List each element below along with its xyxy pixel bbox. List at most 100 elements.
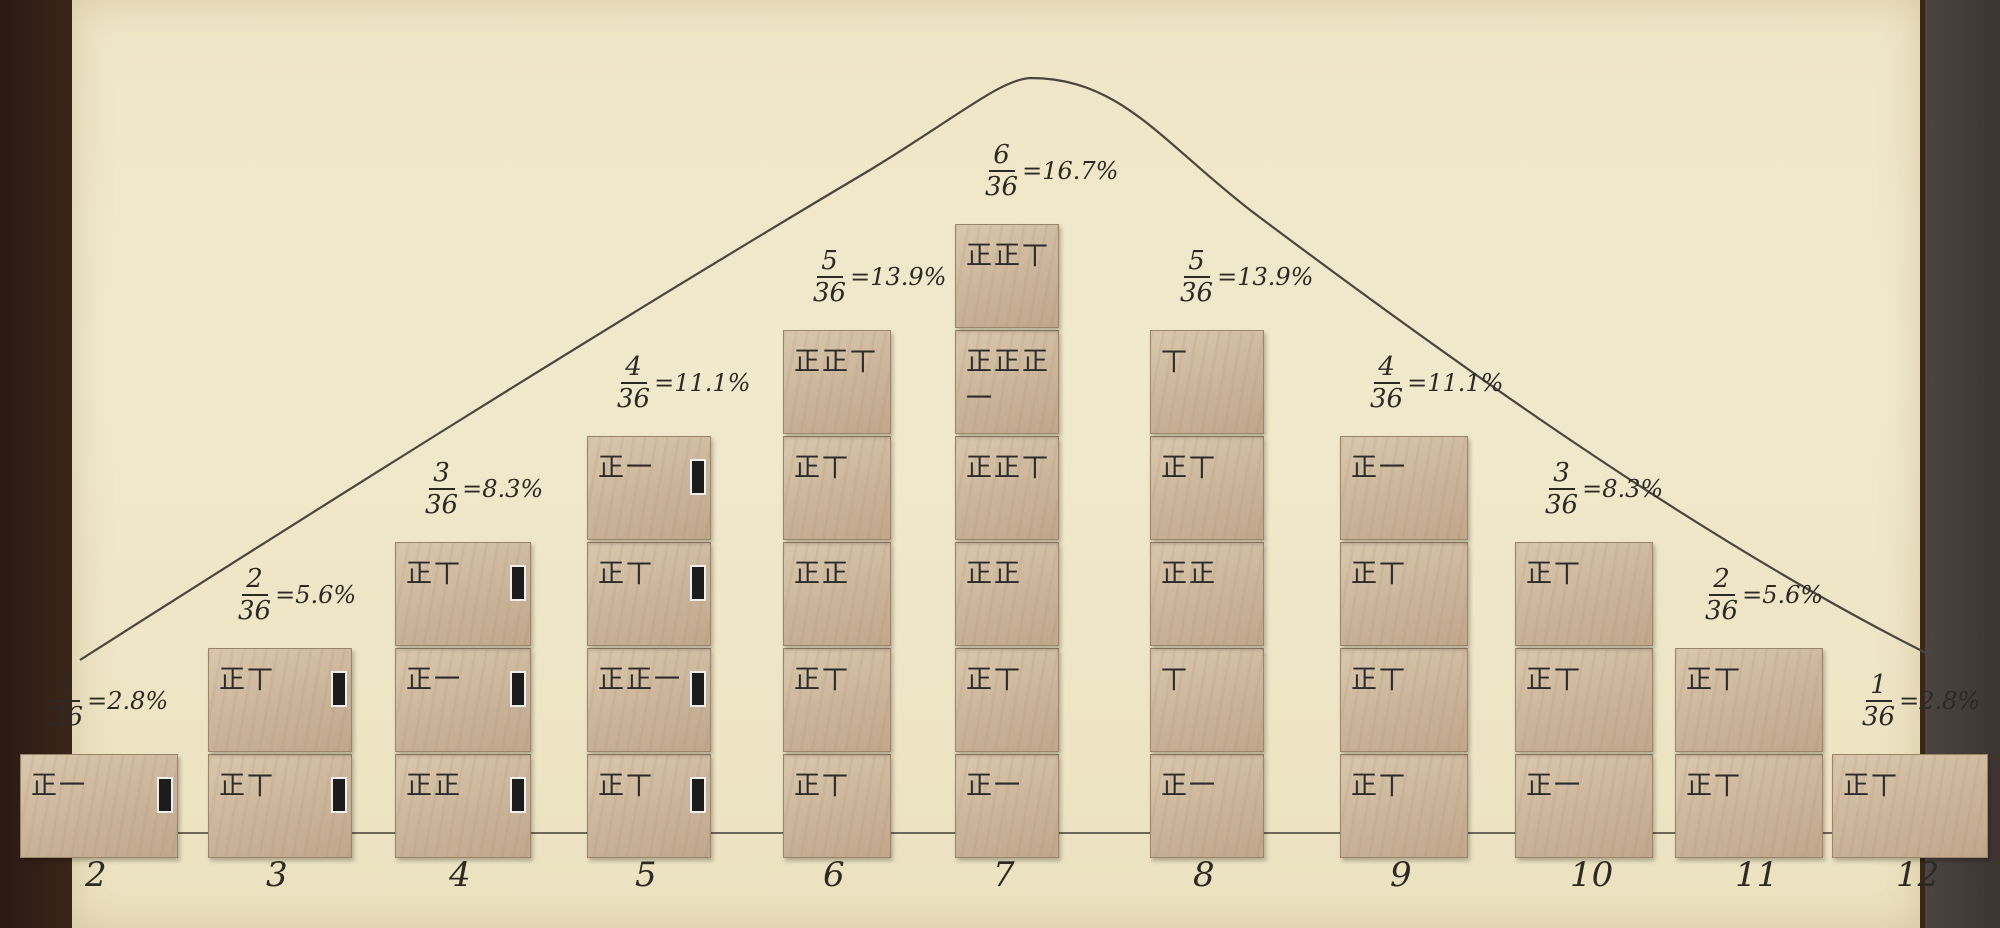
tally-marks: 正正 — [406, 771, 463, 801]
fraction-denominator: 36 — [813, 278, 847, 308]
sum-label: 7 — [993, 855, 1015, 895]
tally-marks: 正丅 — [1351, 665, 1408, 695]
wooden-block: 正丅 — [1515, 648, 1653, 752]
wooden-block: 正丅 — [208, 754, 352, 858]
die-icon — [690, 565, 706, 601]
fraction-numerator: 1 — [1870, 670, 1887, 700]
wooden-block: 正丅 — [1340, 542, 1468, 646]
wooden-block: 正丅 — [1675, 754, 1823, 858]
tally-marks: 正正丅 — [966, 453, 1051, 483]
fraction-numerator: 2 — [246, 564, 263, 594]
tally-marks: 正丅 — [966, 665, 1023, 695]
tally-marks: 正丅 — [1161, 453, 1218, 483]
tally-marks: 正丅 — [1351, 771, 1408, 801]
wooden-block: 正丅 — [1340, 754, 1468, 858]
sum-label: 2 — [85, 855, 107, 895]
wooden-block: 正丅 — [1675, 648, 1823, 752]
fraction-bar — [1548, 488, 1575, 490]
fraction-numerator: 6 — [993, 140, 1010, 170]
percent-value: =16.7% — [1022, 157, 1119, 185]
die-icon — [510, 565, 526, 601]
wooden-block: 正正 — [783, 542, 891, 646]
fraction-denominator: 36 — [1862, 702, 1896, 732]
tally-marks: 正一 — [1526, 771, 1583, 801]
tally-marks: 正正丅 — [794, 347, 879, 377]
wooden-block: 正丅 — [1340, 648, 1468, 752]
fraction-bar — [816, 276, 843, 278]
wooden-block: 正正丅 — [955, 224, 1059, 328]
die-icon — [331, 777, 347, 813]
wooden-block: 正正 — [955, 542, 1059, 646]
fraction-denominator: 36 — [617, 384, 651, 414]
fraction-numerator: 4 — [1378, 352, 1395, 382]
wooden-block: 正丅 — [783, 648, 891, 752]
die-icon — [510, 671, 526, 707]
sum-label: 11 — [1735, 855, 1779, 895]
wooden-block: 正丅 — [1150, 436, 1264, 540]
fraction-bar — [1183, 276, 1210, 278]
fraction-denominator: 36 — [425, 490, 459, 520]
tally-marks: 正丅 — [794, 665, 851, 695]
wooden-block: 正一 — [1150, 754, 1264, 858]
tally-marks: 正正丅 — [966, 241, 1051, 271]
tally-marks: 正一 — [406, 665, 463, 695]
fraction-bar — [428, 488, 455, 490]
percent-value: =11.1% — [654, 369, 751, 397]
die-icon — [157, 777, 173, 813]
tally-marks: 正丅 — [219, 771, 276, 801]
die-icon — [690, 459, 706, 495]
wooden-block: 正丅 — [395, 542, 531, 646]
sum-label: 4 — [449, 855, 471, 895]
tally-marks: 正一 — [31, 771, 88, 801]
wooden-block: 正正 — [395, 754, 531, 858]
die-icon — [510, 777, 526, 813]
wooden-block: 正丅 — [955, 648, 1059, 752]
tally-marks: 正一 — [1161, 771, 1218, 801]
wooden-block: 正丅 — [208, 648, 352, 752]
fraction-numerator: 1 — [58, 670, 75, 700]
tally-marks: 正一 — [1351, 453, 1408, 483]
sum-label: 8 — [1193, 855, 1215, 895]
fraction-bar — [620, 382, 647, 384]
tally-marks: 正正正一 — [966, 347, 1051, 414]
fraction-bar — [241, 594, 268, 596]
fraction-bar — [988, 170, 1015, 172]
fraction-denominator: 36 — [985, 172, 1019, 202]
sum-label: 6 — [823, 855, 845, 895]
tally-marks: 正正一 — [598, 665, 683, 695]
wooden-block: 正正一 — [587, 648, 711, 752]
wooden-block: 正一 — [587, 436, 711, 540]
die-icon — [690, 671, 706, 707]
wooden-block: 丅 — [1150, 330, 1264, 434]
wooden-block: 正正丅 — [783, 330, 891, 434]
tally-marks: 正丅 — [1526, 665, 1583, 695]
fraction-denominator: 36 — [50, 702, 84, 732]
tally-marks: 正丅 — [1351, 559, 1408, 589]
wooden-block: 正丅 — [1515, 542, 1653, 646]
wooden-block: 正一 — [1340, 436, 1468, 540]
sum-label: 10 — [1570, 855, 1614, 895]
fraction-denominator: 36 — [1545, 490, 1579, 520]
tally-marks: 丅 — [1161, 347, 1190, 377]
fraction-numerator: 5 — [1188, 246, 1205, 276]
tally-marks: 正丅 — [794, 453, 851, 483]
wooden-block: 正一 — [955, 754, 1059, 858]
tally-marks: 正正 — [966, 559, 1023, 589]
tally-marks: 正一 — [598, 453, 655, 483]
sum-label: 5 — [635, 855, 657, 895]
wooden-block: 正丅 — [587, 754, 711, 858]
fraction-numerator: 4 — [625, 352, 642, 382]
percent-value: =5.6% — [275, 581, 357, 609]
fraction-bar — [53, 700, 80, 702]
tally-marks: 丅 — [1161, 665, 1190, 695]
wooden-block: 正一 — [1515, 754, 1653, 858]
fraction-denominator: 36 — [1370, 384, 1404, 414]
